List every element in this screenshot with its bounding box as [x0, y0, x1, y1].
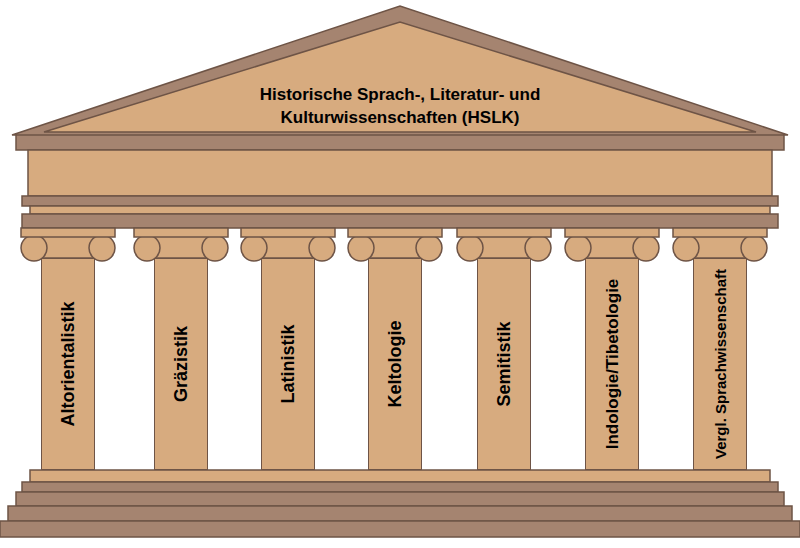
- column-capital: [348, 228, 442, 261]
- column-label: Keltologie: [386, 320, 404, 407]
- architrave-band: [22, 196, 778, 206]
- abacus: [457, 228, 551, 237]
- column-shaft: Keltologie: [368, 258, 422, 470]
- column-label: Latinistik: [279, 324, 297, 403]
- cornice: [16, 134, 784, 150]
- column-shaft: Vergl. Sprachwissenschaft: [693, 258, 747, 470]
- column-shaft: Latinistik: [261, 258, 315, 470]
- step: [0, 521, 800, 537]
- column-shaft: Altorientalistik: [41, 258, 95, 470]
- frieze: [28, 150, 772, 196]
- column-label: Indologie/Tibetologie: [604, 279, 621, 450]
- column-shaft: Indologie/Tibetologie: [585, 258, 639, 470]
- column-capital: [21, 228, 115, 261]
- tympanum: [44, 22, 756, 132]
- abacus: [241, 228, 335, 237]
- abacus: [134, 228, 228, 237]
- step: [16, 492, 784, 506]
- temple-base: [0, 470, 800, 537]
- stylobate: [30, 470, 770, 482]
- base-band: [22, 482, 778, 492]
- column-capital: [673, 228, 767, 261]
- pediment-roof: [12, 6, 788, 135]
- column-label: Altorientalistik: [59, 301, 77, 426]
- column-capital: [457, 228, 551, 261]
- column-capital: [134, 228, 228, 261]
- abacus: [348, 228, 442, 237]
- step: [8, 506, 792, 521]
- column-capital: [241, 228, 335, 261]
- column-label: Gräzistik: [172, 326, 190, 402]
- column-capital: [565, 228, 659, 261]
- abacus: [565, 228, 659, 237]
- abacus: [673, 228, 767, 237]
- capitals: [21, 228, 767, 261]
- abacus: [21, 228, 115, 237]
- entablature: [16, 134, 784, 228]
- column-label: Semitistik: [495, 321, 513, 406]
- architrave: [30, 206, 770, 214]
- architrave-band: [22, 214, 778, 228]
- pediment: Historische Sprach-, Literatur- und Kult…: [10, 5, 790, 136]
- pediment-title: Historische Sprach-, Literatur- und Kult…: [255, 84, 545, 130]
- column-label: Vergl. Sprachwissenschaft: [713, 269, 728, 459]
- column-shaft: Gräzistik: [154, 258, 208, 470]
- column-shaft: Semitistik: [477, 258, 531, 470]
